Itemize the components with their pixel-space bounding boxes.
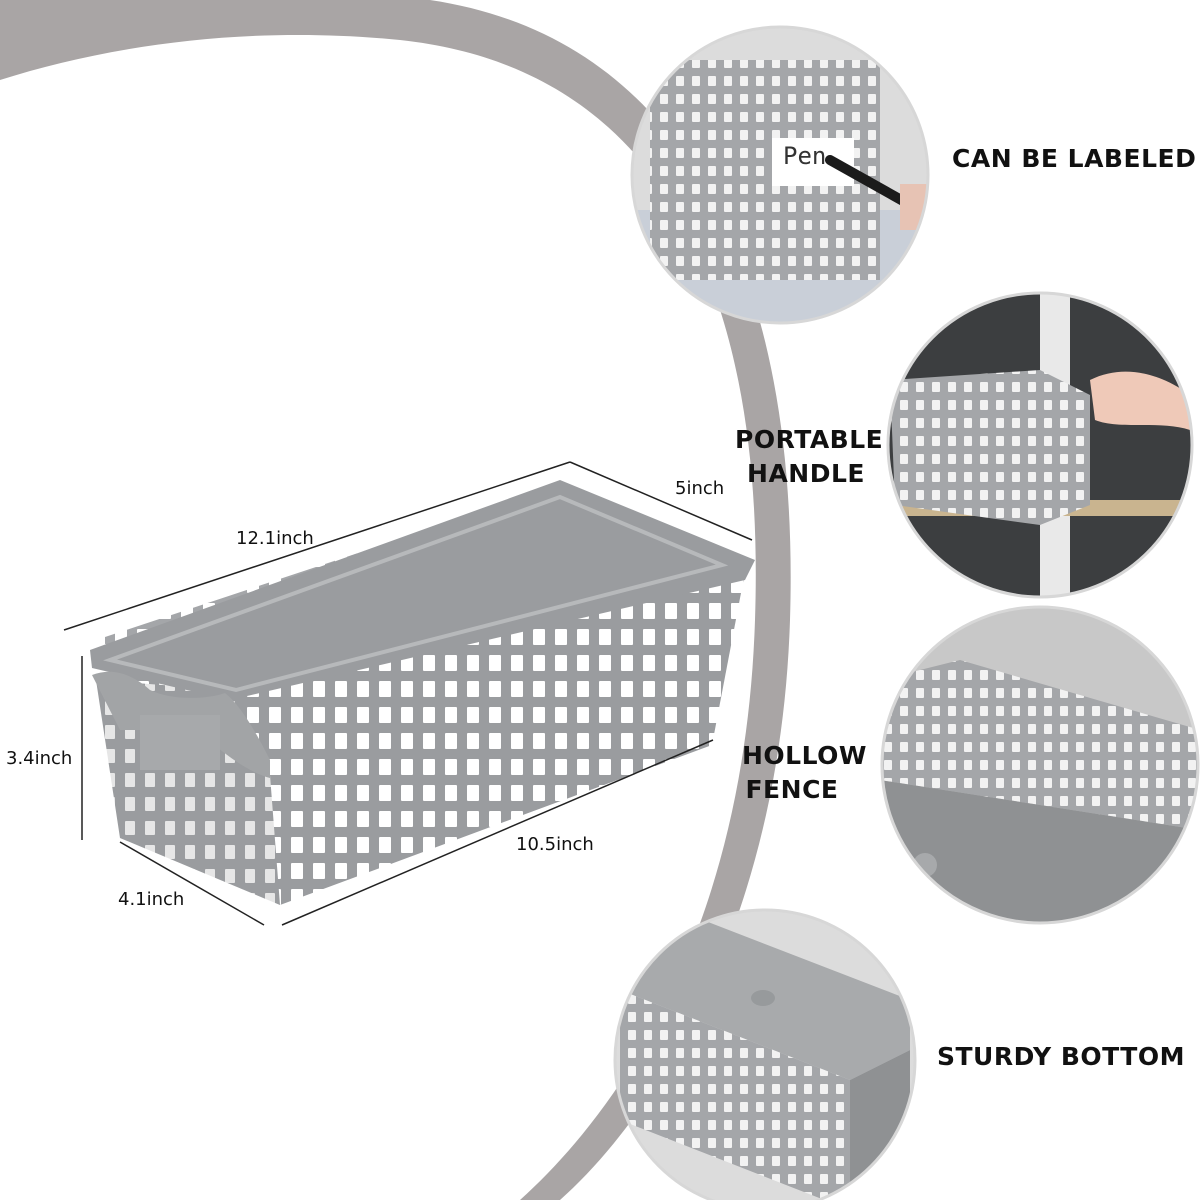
inset-fence [882,607,1198,923]
dim-bottom-width: 4.1inch [118,889,185,910]
dim-height: 3.4inch [6,748,73,769]
dim-top-width: 5inch [675,478,725,499]
feature-label-labeled: CAN BE LABELED [952,144,1197,173]
feature-label-handle: PORTABLE HANDLE [735,425,884,488]
inset-handle [888,293,1192,597]
dimension-lines [63,461,753,926]
feature-label-fence: HOLLOW FENCE [742,741,867,804]
label-card-text: Pen [783,142,827,170]
basket-rim [90,480,755,700]
feature-label-bottom: STURDY BOTTOM [937,1042,1185,1071]
inset-bottom [615,910,915,1204]
dim-bottom-length: 10.5inch [516,834,594,855]
dim-top-length: 12.1inch [236,528,314,549]
label-slot [140,715,220,770]
